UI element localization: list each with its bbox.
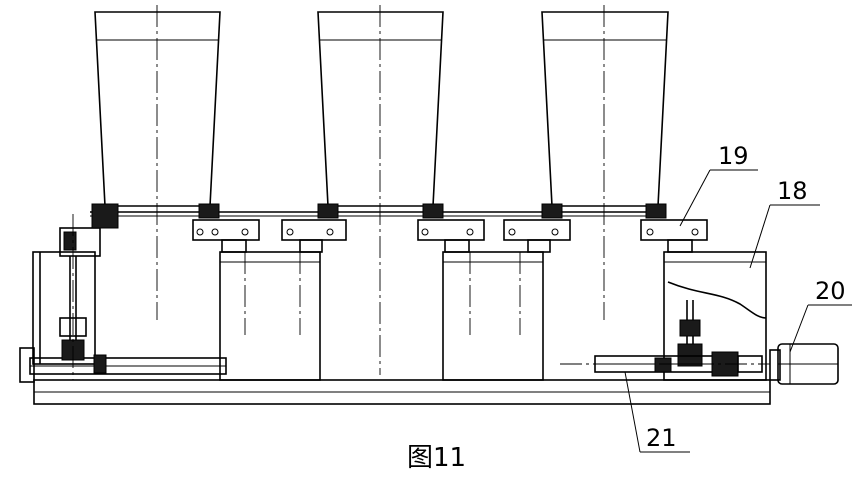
leader-lines	[624, 169, 852, 453]
label-18: 18	[777, 177, 808, 205]
mixing-tank-2	[442, 251, 544, 381]
screw-housing	[663, 251, 767, 381]
hopper-2	[317, 5, 444, 375]
motor	[769, 343, 839, 385]
figure-caption: 图11	[407, 443, 466, 473]
label-19: 19	[718, 142, 749, 170]
base-frame	[19, 347, 771, 405]
screw-conveyor	[560, 351, 770, 377]
label-20: 20	[815, 277, 846, 305]
mixing-tank-1	[219, 251, 321, 381]
label-21: 21	[646, 424, 677, 452]
valve-assemblies	[192, 203, 708, 253]
hopper-3	[541, 5, 669, 320]
hopper-1	[94, 5, 221, 320]
left-drive-column	[32, 203, 119, 380]
connecting-rods	[90, 211, 660, 217]
